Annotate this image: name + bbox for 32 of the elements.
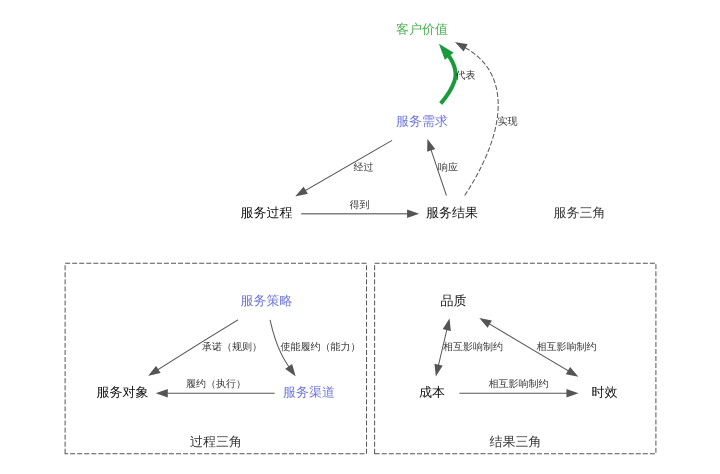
node-text: 服务过程 — [240, 205, 292, 220]
arrow — [454, 42, 498, 196]
node-text: 时效 — [590, 384, 617, 400]
arrow — [438, 44, 458, 105]
edge-label: 履约（执行） — [185, 379, 246, 390]
label: 服务三角 — [552, 206, 605, 222]
node-text: 服务策略 — [240, 292, 292, 308]
edge-label: 实现 — [497, 116, 518, 128]
arrow — [294, 140, 392, 196]
arrow — [155, 389, 274, 398]
edge-label: 经过 — [353, 162, 374, 174]
arrow — [300, 210, 419, 218]
arrow — [426, 138, 446, 196]
edge-label: 承诺（规则） — [201, 342, 262, 353]
node-text: 成本 — [418, 384, 445, 400]
node-text: 服务需求 — [396, 113, 448, 128]
edge-label: 相互影响制约 — [488, 379, 548, 390]
arrow — [478, 318, 578, 377]
edge-label: 相互影响制约 — [536, 342, 596, 353]
node-text: 服务渠道 — [282, 384, 335, 400]
edge-label: 响应 — [438, 162, 458, 174]
arrow — [434, 318, 450, 376]
edge-label: 相互影响制约 — [442, 342, 502, 353]
node-text: 服务结果 — [426, 205, 478, 220]
arrow — [458, 389, 578, 398]
node-text: 服务对象 — [96, 384, 148, 400]
edge-label: 使能履约（能力） — [280, 342, 360, 353]
edge-label: 得到 — [348, 200, 369, 211]
node-text: 品质 — [440, 292, 466, 308]
arrow — [148, 319, 238, 376]
arrow — [269, 320, 296, 376]
node-text: 客户价值 — [396, 22, 448, 38]
